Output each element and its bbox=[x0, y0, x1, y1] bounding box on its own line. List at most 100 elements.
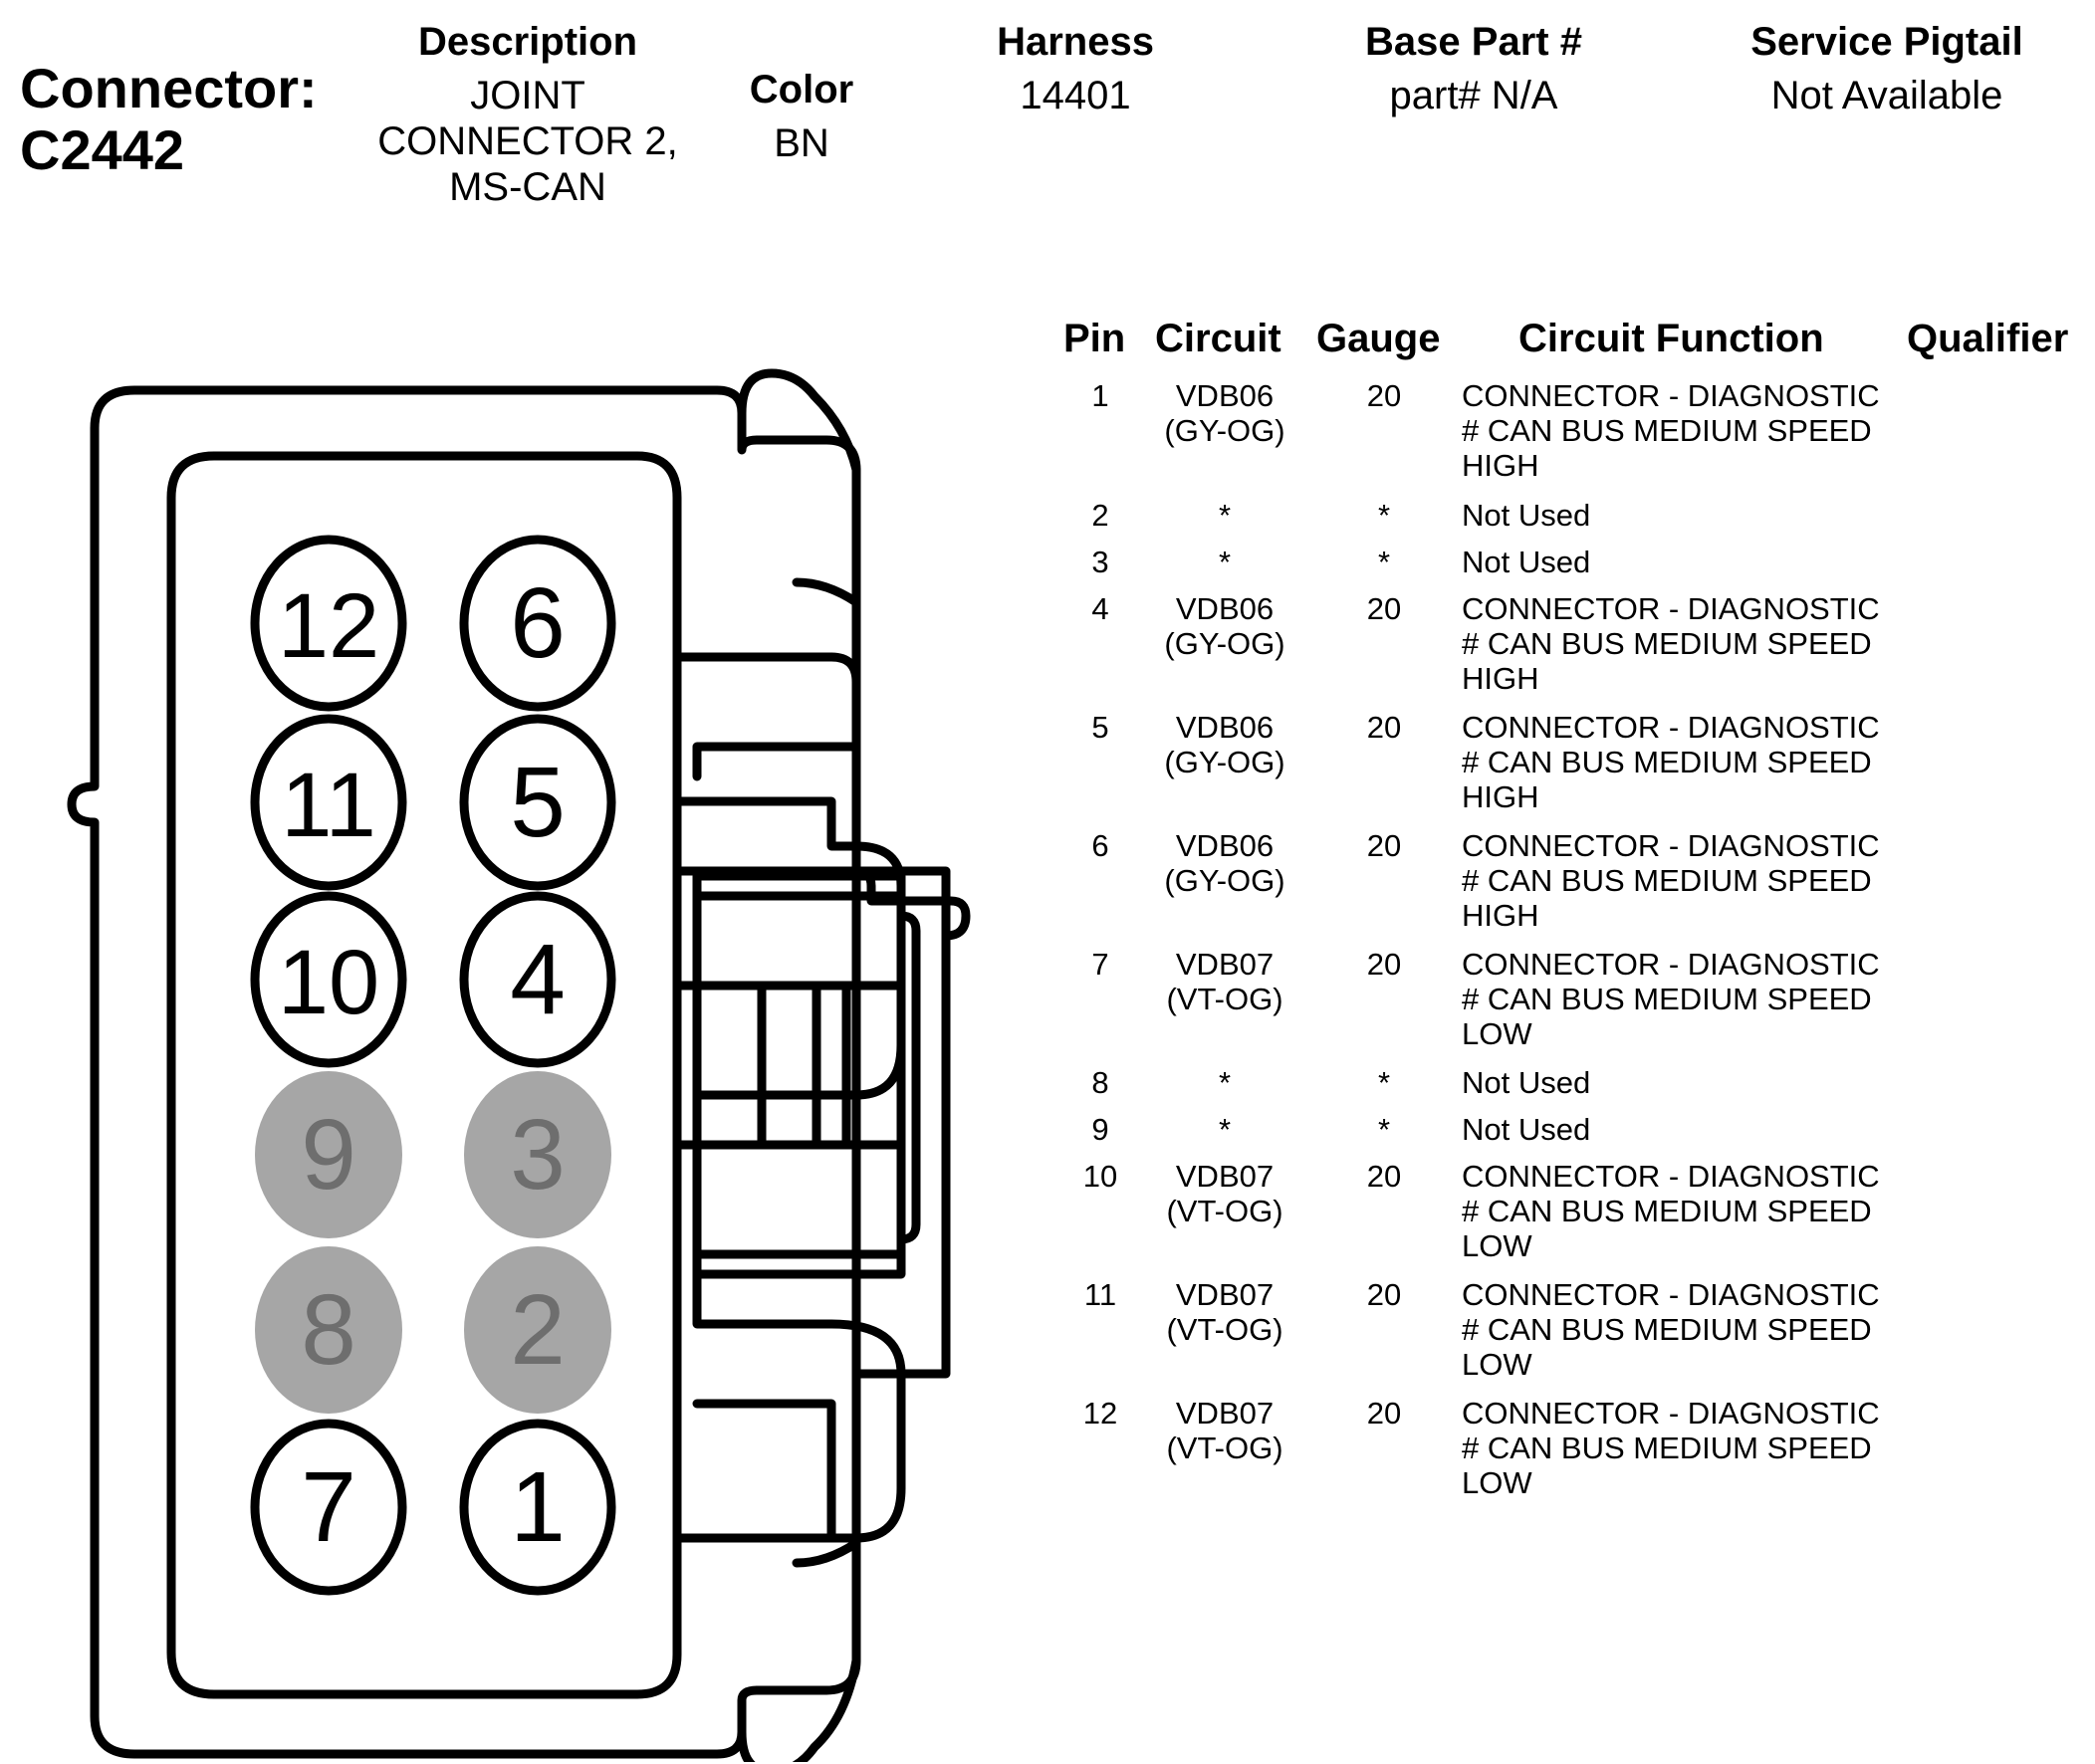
pin-number: 10 bbox=[278, 932, 379, 1033]
pin-cavity bbox=[459, 714, 616, 891]
circuit-cell: VDB06 (GY-OG) bbox=[1164, 378, 1285, 448]
description-column: Description JOINT CONNECTOR 2, MS-CAN bbox=[358, 20, 697, 210]
circuit-cell: VDB06 (GY-OG) bbox=[1164, 591, 1285, 661]
gauge-cell: * bbox=[1377, 498, 1391, 533]
pin-number: 9 bbox=[301, 1099, 356, 1211]
description-value: JOINT CONNECTOR 2, MS-CAN bbox=[358, 73, 697, 210]
harness-value: 14401 bbox=[1020, 74, 1131, 117]
col-header-function: Circuit Function bbox=[1518, 317, 1824, 360]
pin-number: 5 bbox=[510, 747, 566, 858]
description-line: CONNECTOR 2, bbox=[377, 119, 678, 163]
function-cell: CONNECTOR - DIAGNOSTIC # CAN BUS MEDIUM … bbox=[1462, 828, 1880, 933]
base-part-label: Base Part # bbox=[1365, 20, 1582, 64]
pin-2: 2 bbox=[464, 1246, 611, 1414]
col-header-gauge: Gauge bbox=[1316, 317, 1441, 360]
circuit-cell: VDB07 (VT-OG) bbox=[1166, 1159, 1283, 1228]
function-cell: CONNECTOR - DIAGNOSTIC # CAN BUS MEDIUM … bbox=[1462, 591, 1880, 696]
description-line: MS-CAN bbox=[449, 165, 606, 209]
upper-lock-step bbox=[672, 652, 861, 781]
circuit-cell: * bbox=[1218, 1112, 1232, 1147]
gauge-cell: * bbox=[1377, 1065, 1391, 1100]
pin-number: 8 bbox=[301, 1274, 356, 1386]
pin-4: 4 bbox=[459, 891, 616, 1068]
pin-cavity bbox=[464, 1246, 611, 1414]
service-pigtail-value: Not Available bbox=[1770, 74, 2003, 117]
gauge-cell: 20 bbox=[1366, 378, 1402, 413]
gauge-cell: 20 bbox=[1366, 591, 1402, 626]
description-line: JOINT bbox=[470, 74, 585, 117]
right-latch-block bbox=[672, 796, 906, 1100]
function-cell: Not Used bbox=[1462, 1112, 1591, 1147]
pin-cell: 9 bbox=[1091, 1112, 1109, 1147]
gauge-cell: * bbox=[1377, 1112, 1391, 1147]
pin-cavity bbox=[459, 535, 616, 712]
pin-cavity bbox=[464, 1071, 611, 1238]
pin-8: 8 bbox=[255, 1246, 402, 1414]
circuit-cell: VDB07 (VT-OG) bbox=[1166, 947, 1283, 1016]
pin-cell: 5 bbox=[1091, 710, 1109, 745]
gauge-cell: * bbox=[1377, 545, 1391, 579]
color-value: BN bbox=[774, 121, 829, 165]
pin-cavity bbox=[459, 1419, 616, 1596]
service-pigtail-column: Service Pigtail Not Available bbox=[1713, 20, 2061, 118]
pin-number: 1 bbox=[510, 1451, 566, 1563]
function-cell: Not Used bbox=[1462, 545, 1591, 579]
bottom-latch-ear bbox=[737, 1655, 861, 1762]
pin-cell: 12 bbox=[1082, 1396, 1118, 1431]
pin-number: 7 bbox=[301, 1451, 356, 1563]
pin-6: 6 bbox=[459, 535, 616, 712]
function-cell: Not Used bbox=[1462, 1065, 1591, 1100]
circuit-cell: VDB07 (VT-OG) bbox=[1166, 1277, 1283, 1347]
latch-window bbox=[692, 871, 906, 1279]
pin-number: 2 bbox=[510, 1274, 566, 1386]
top-latch-ear bbox=[737, 368, 861, 475]
description-label: Description bbox=[417, 20, 638, 64]
connector-title: Connector: C2442 bbox=[20, 58, 318, 181]
pin-3: 3 bbox=[464, 1071, 611, 1238]
pin-12: 12 bbox=[250, 535, 407, 712]
pin-cell: 11 bbox=[1083, 1277, 1117, 1312]
pin-9: 9 bbox=[255, 1071, 402, 1238]
pin-cavity bbox=[255, 1246, 402, 1414]
function-cell: CONNECTOR - DIAGNOSTIC # CAN BUS MEDIUM … bbox=[1462, 947, 1880, 1051]
pin-7: 7 bbox=[250, 1419, 407, 1596]
col-header-pin: Pin bbox=[1063, 317, 1126, 360]
pin-5: 5 bbox=[459, 714, 616, 891]
pin-cavity bbox=[255, 1071, 402, 1238]
function-cell: CONNECTOR - DIAGNOSTIC # CAN BUS MEDIUM … bbox=[1462, 1159, 1880, 1263]
pin-10: 10 bbox=[250, 891, 407, 1068]
pin-number: 3 bbox=[510, 1099, 566, 1211]
base-part-column: Base Part # part# N/A bbox=[1324, 20, 1623, 118]
harness-column: Harness 14401 bbox=[956, 20, 1195, 118]
pin-cavity bbox=[250, 714, 407, 891]
color-column: Color BN bbox=[717, 68, 886, 166]
color-label: Color bbox=[749, 68, 854, 111]
circuit-cell: VDB07 (VT-OG) bbox=[1166, 1396, 1283, 1465]
pin-number: 6 bbox=[510, 567, 566, 679]
circuit-cell: VDB06 (GY-OG) bbox=[1164, 828, 1285, 898]
circuit-cell: VDB06 (GY-OG) bbox=[1164, 710, 1285, 779]
connector-inner-cavity bbox=[166, 451, 682, 1699]
pin-1: 1 bbox=[459, 1419, 616, 1596]
connector-id: C2442 bbox=[20, 118, 185, 181]
pin-cell: 2 bbox=[1091, 498, 1109, 533]
gauge-cell: 20 bbox=[1366, 1159, 1402, 1194]
pin-number: 11 bbox=[281, 755, 376, 856]
gauge-cell: 20 bbox=[1366, 710, 1402, 745]
function-cell: CONNECTOR - DIAGNOSTIC # CAN BUS MEDIUM … bbox=[1462, 1396, 1880, 1500]
base-part-value: part# N/A bbox=[1389, 74, 1558, 117]
pin-cell: 10 bbox=[1082, 1159, 1118, 1194]
lower-lock-step bbox=[672, 1269, 906, 1543]
connector-face-diagram: 12 6 11 5 10 4 9 3 8 2 7 1 bbox=[67, 368, 971, 1762]
gauge-cell: 20 bbox=[1366, 828, 1402, 863]
function-cell: CONNECTOR - DIAGNOSTIC # CAN BUS MEDIUM … bbox=[1462, 710, 1880, 814]
function-cell: Not Used bbox=[1462, 498, 1591, 533]
pin-number: 4 bbox=[510, 924, 566, 1035]
function-cell: CONNECTOR - DIAGNOSTIC # CAN BUS MEDIUM … bbox=[1462, 1277, 1880, 1382]
gauge-cell: 20 bbox=[1366, 1396, 1402, 1431]
function-cell: CONNECTOR - DIAGNOSTIC # CAN BUS MEDIUM … bbox=[1462, 378, 1880, 483]
pin-cell: 6 bbox=[1091, 828, 1109, 863]
pin-cell: 4 bbox=[1091, 591, 1109, 626]
pin-cavity bbox=[250, 891, 407, 1068]
col-header-circuit: Circuit bbox=[1155, 317, 1281, 360]
